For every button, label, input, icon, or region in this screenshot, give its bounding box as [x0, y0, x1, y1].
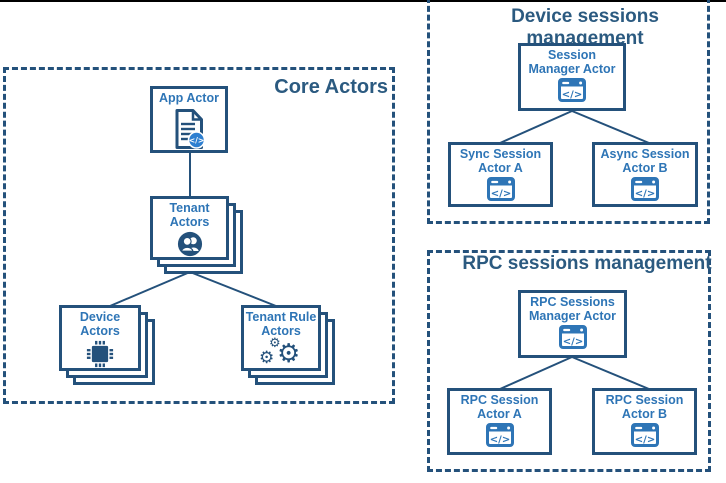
label-line: RPC Session	[460, 393, 539, 407]
node-app-actor: App Actor </>	[150, 86, 228, 153]
label-line: Actor B	[621, 406, 668, 421]
document-code-icon: </>	[175, 108, 205, 149]
node-tenant-rule-actors: Tenant Rule Actors ⚙ ⚙ ⚙	[241, 305, 335, 385]
svg-text:</>: </>	[489, 435, 509, 446]
node-tenant-rule-actors-front: Tenant Rule Actors ⚙ ⚙ ⚙	[241, 305, 321, 371]
svg-text:</>: </>	[562, 90, 582, 101]
node-sync-session-actor-a: Sync Session Actor A </>	[448, 142, 553, 207]
code-window-icon: </>	[631, 177, 659, 201]
label-line: Sync Session	[459, 147, 542, 161]
label-line: Session	[548, 48, 596, 62]
group-core-actors	[3, 67, 395, 404]
node-rpc-sessions-manager-actor: RPC Sessions Manager Actor </>	[518, 290, 627, 358]
label-line: Actors	[80, 323, 120, 338]
label-line: Actor B	[622, 160, 668, 175]
code-window-icon: </>	[558, 78, 586, 102]
node-label: RPC Session Actor A	[460, 393, 539, 421]
window-top-edge	[0, 0, 726, 2]
svg-text:</>: </>	[634, 435, 654, 446]
node-device-actors: Device Actors	[59, 305, 155, 385]
label-line: RPC Session	[605, 393, 684, 407]
label-line: Async Session	[600, 147, 690, 161]
node-device-actors-front: Device Actors	[59, 305, 141, 371]
code-window-icon: </>	[558, 325, 587, 349]
label-line: RPC Sessions	[530, 295, 615, 309]
group-device-sessions	[427, 0, 710, 224]
group-title-core-actors: Core Actors	[274, 76, 388, 98]
svg-text:</>: </>	[189, 135, 204, 144]
label-line: Tenant Rule	[245, 310, 317, 324]
svg-text:</>: </>	[635, 189, 655, 200]
label-line: Manager Actor	[528, 308, 617, 323]
node-tenant-actors-front: Tenant Actors	[150, 196, 229, 260]
label-line: Actor A	[477, 406, 522, 421]
label-line: Actor A	[478, 160, 523, 175]
gear-small: ⚙	[269, 336, 281, 351]
gear-medium: ⚙	[259, 348, 275, 368]
people-icon	[177, 231, 202, 257]
node-label: RPC Sessions Manager Actor	[528, 295, 617, 323]
node-label: RPC Session Actor B	[605, 393, 684, 421]
group-title-rpc-sessions: RPC sessions management	[462, 253, 712, 274]
node-tenant-actors: Tenant Actors	[150, 196, 243, 274]
node-label: Sync Session Actor A	[459, 147, 542, 175]
node-label: Session Manager Actor	[528, 48, 616, 76]
gears-icon: ⚙ ⚙ ⚙	[258, 336, 304, 369]
label-line: App Actor	[159, 91, 219, 105]
node-label: Device Actors	[79, 310, 121, 338]
svg-text:</>: </>	[562, 337, 582, 348]
cpu-icon	[86, 340, 114, 368]
svg-text:</>: </>	[490, 189, 510, 200]
node-async-session-actor-b: Async Session Actor B </>	[592, 142, 698, 207]
label-line: Manager Actor	[528, 61, 616, 76]
code-window-icon: </>	[630, 423, 659, 447]
node-session-manager-actor: Session Manager Actor </>	[518, 43, 626, 111]
group-rpc-sessions	[427, 250, 711, 472]
node-rpc-session-actor-b: RPC Session Actor B </>	[592, 388, 697, 455]
node-label: Tenant Rule Actors	[245, 310, 317, 338]
node-label: Tenant Actors	[169, 201, 210, 229]
node-label: Async Session Actor B	[600, 147, 690, 175]
code-window-icon: </>	[485, 423, 514, 447]
node-rpc-session-actor-a: RPC Session Actor A </>	[447, 388, 552, 455]
label-line: Tenant	[169, 201, 210, 215]
node-label: App Actor	[159, 91, 219, 106]
label-line: Device	[79, 310, 121, 324]
code-window-icon: </>	[486, 177, 515, 201]
label-line: Actors	[261, 323, 301, 338]
label-line: Actors	[169, 214, 210, 229]
gear-large: ⚙	[277, 339, 301, 369]
